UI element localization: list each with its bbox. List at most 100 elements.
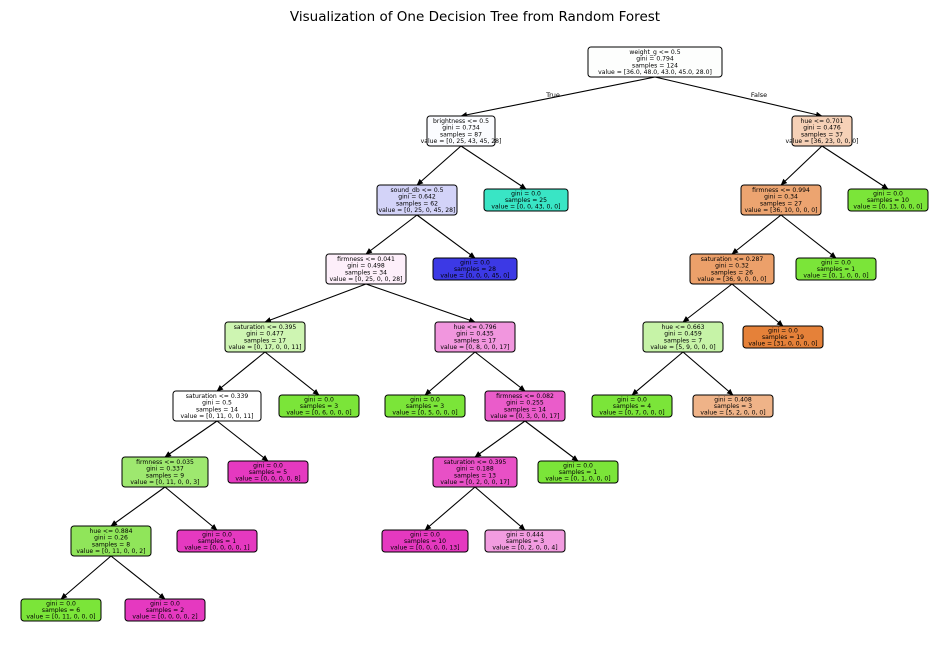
tree-edge — [164, 420, 218, 458]
node-text-line: value = [0, 11, 0, 0, 11] — [180, 413, 253, 420]
node-text-line: gini = 0.0 — [821, 259, 851, 266]
node-text-line: samples = 14 — [504, 406, 546, 413]
node-text-line: gini = 0.188 — [456, 466, 494, 473]
node-text-line: value = [0, 1, 0, 0, 0] — [545, 476, 610, 483]
node-text-line: saturation <= 0.395 — [444, 459, 507, 466]
node-text-line: gini = 0.734 — [442, 125, 480, 132]
node-text-line: gini = 0.0 — [150, 600, 180, 607]
node-box — [381, 529, 469, 553]
node-box — [537, 460, 619, 484]
tree-edge — [780, 214, 837, 259]
node-text-line: samples = 3 — [300, 403, 338, 410]
node-text-line: gini = 0.32 — [715, 263, 749, 270]
node-text-line: brightness <= 0.5 — [433, 118, 489, 125]
node-text-line: samples = 10 — [867, 197, 909, 204]
node-text-line: samples = 3 — [506, 538, 544, 545]
node-box — [692, 394, 774, 418]
node-text-line: value = [36, 23, 0, 0, 0] — [785, 138, 858, 145]
node-text-line: value = [0, 1, 0, 0, 0] — [803, 273, 868, 280]
node-text-line: samples = 27 — [760, 200, 802, 207]
node-text-line: gini = 0.34 — [764, 194, 798, 201]
node-text-line: firmness <= 0.994 — [752, 187, 810, 194]
tree-edge — [424, 486, 476, 531]
node-text-line: gini = 0.0 — [410, 396, 440, 403]
node-box — [278, 394, 360, 418]
node-text-line: samples = 3 — [714, 403, 752, 410]
node-text-line: value = [0, 3, 0, 0, 17] — [490, 413, 559, 420]
node-text-line: gini = 0.459 — [664, 331, 702, 338]
node-box — [795, 257, 877, 281]
node-text-line: samples = 17 — [244, 337, 286, 344]
node-text-line: gini = 0.642 — [398, 194, 436, 201]
node-text-line: gini = 0.0 — [304, 396, 334, 403]
node-box — [384, 394, 466, 418]
node-box — [740, 184, 822, 216]
node-box — [227, 460, 309, 484]
tree-edge — [474, 486, 526, 531]
node-text-line: sound_db <= 0.5 — [390, 187, 443, 194]
tree-edge — [424, 351, 476, 396]
node-text-line: value = [36, 9, 0, 0, 0] — [697, 276, 766, 283]
node-text-line: value = [0, 11, 0, 0, 0] — [26, 614, 95, 621]
node-text-line: samples = 37 — [801, 131, 843, 138]
node-box — [121, 456, 209, 488]
node-text-line: value = [0, 0, 0, 0, 1] — [184, 545, 249, 552]
node-text-line: value = [0, 0, 0, 0, 2] — [132, 614, 197, 621]
node-text-line: weight_g <= 0.5 — [629, 49, 680, 56]
node-text-line: gini = 0.0 — [768, 327, 798, 334]
node-text-line: gini = 0.444 — [506, 531, 544, 538]
node-text-line: value = [0, 25, 0, 0, 28] — [329, 276, 402, 283]
node-text-line: gini = 0.498 — [347, 263, 385, 270]
tree-edge — [682, 283, 733, 323]
tree-edge — [654, 76, 823, 118]
node-text-line: gini = 0.0 — [410, 531, 440, 538]
tree-edge — [416, 145, 462, 186]
node-text-line: value = [0, 11, 0, 0, 3] — [130, 479, 199, 486]
node-text-line: gini = 0.0 — [873, 190, 903, 197]
tree-edge — [780, 145, 823, 186]
node-text-line: saturation <= 0.339 — [186, 393, 249, 400]
node-text-line: value = [0, 11, 0, 0, 2] — [76, 548, 145, 555]
node-text-line: gini = 0.0 — [563, 462, 593, 469]
node-box — [847, 188, 929, 212]
tree-edge — [474, 351, 526, 392]
node-box — [791, 115, 853, 147]
node-box — [484, 529, 566, 553]
node-text-line: firmness <= 0.035 — [136, 459, 194, 466]
node-box — [426, 115, 496, 147]
node-box — [642, 321, 724, 353]
edge-label-true: True — [545, 91, 560, 99]
tree-edge — [821, 145, 889, 190]
node-text-line: value = [0, 7, 0, 0, 0] — [599, 410, 664, 417]
node-text-line: value = [0, 2, 0, 0, 17] — [440, 479, 509, 486]
tree-edge — [264, 283, 367, 323]
node-text-line: gini = 0.5 — [202, 400, 232, 407]
node-text-line: samples = 14 — [196, 406, 238, 413]
node-text-line: value = [0, 5, 0, 0, 0] — [392, 410, 457, 417]
node-text-line: samples = 34 — [345, 269, 387, 276]
node-text-line: samples = 62 — [396, 200, 438, 207]
node-text-line: gini = 0.0 — [511, 190, 541, 197]
node-text-line: samples = 28 — [454, 266, 496, 273]
node-box — [689, 253, 775, 285]
node-text-line: value = [0, 0, 0, 45, 0] — [440, 273, 509, 280]
node-box — [483, 188, 569, 212]
tree-edge — [474, 420, 526, 458]
node-text-line: gini = 0.0 — [460, 259, 490, 266]
